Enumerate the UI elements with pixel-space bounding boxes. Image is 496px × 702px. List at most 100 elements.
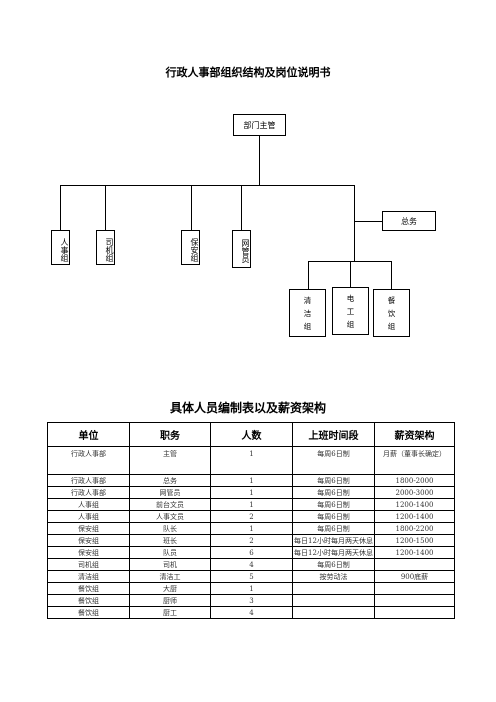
table-cell: 900底薪 (374, 570, 455, 583)
connector-line (308, 261, 309, 289)
table-cell: 1800-2000 (374, 474, 455, 487)
table-row: 人事组 前台文员 1 每周6日制 1200-1400 (47, 498, 455, 511)
connector-line (60, 185, 354, 186)
org-group-label: 司机组 (105, 237, 114, 262)
table-cell: 餐饮组 (47, 582, 130, 595)
table-cell: 保安组 (47, 546, 130, 559)
table-cell: 每周6日制 (292, 474, 375, 487)
org-group-box: 保安组 (181, 230, 200, 265)
org-subgroup-char: 电 (346, 293, 355, 303)
table-row: 保安组 队长 1 每周6日制 1800-2200 (47, 522, 455, 535)
org-subgroup-char: 组 (346, 319, 355, 329)
table-cell: 总务 (129, 474, 211, 487)
table-cell: 4 (210, 558, 293, 571)
org-head-label: 部门主管 (243, 120, 276, 130)
table-cell: 前台文员 (129, 498, 211, 511)
table-cell: 餐饮组 (47, 606, 130, 619)
table-cell: 大厨 (129, 582, 211, 595)
connector-line (391, 261, 392, 289)
connector-line (354, 185, 355, 261)
table-cell: 厨工 (129, 606, 211, 619)
table-cell: 行政人事部 (47, 474, 130, 487)
table-cell: 2 (210, 534, 293, 547)
table-cell: 每日12小时每月两天休息 (292, 546, 375, 559)
table-cell (374, 606, 455, 619)
table-cell: 1200-1500 (374, 534, 455, 547)
table-cell: 每周6日制 (292, 486, 375, 499)
connector-line (308, 261, 391, 262)
table-cell: 1 (210, 486, 293, 499)
table-cell: 4 (210, 606, 293, 619)
connector-line (350, 261, 351, 287)
org-subgroup-box: 餐 饮 组 (373, 289, 410, 337)
org-group-box: 司机组 (96, 230, 115, 265)
table-cell (292, 582, 375, 595)
table-cell: 人事组 (47, 498, 130, 511)
org-subgroup-box: 电 工 组 (332, 287, 369, 335)
table-cell (374, 582, 455, 595)
table-cell: 清洁组 (47, 570, 130, 583)
table-cell: 1 (210, 522, 293, 535)
table-cell: 每周6日制 (292, 522, 375, 535)
table-cell: 按劳动法 (292, 570, 375, 583)
column-header: 人数 (210, 422, 293, 447)
table-header-row: 单位 职务 人数 上班时间段 薪资架构 (47, 422, 455, 447)
table-cell: 行政人事部 (47, 446, 130, 475)
org-subgroup-char: 洁 (303, 308, 312, 318)
table-cell: 每周6日制 (292, 558, 375, 571)
table-row: 餐饮组 大厨 1 (47, 582, 455, 595)
table-cell: 月薪（董事长确定） (374, 446, 455, 475)
table-cell (374, 558, 455, 571)
table-cell: 5 (210, 570, 293, 583)
org-group-label: 保安组 (190, 237, 199, 262)
table-row: 行政人事部 网管员 1 每周6日制 2000-3000 (47, 486, 455, 499)
connector-line (60, 185, 61, 230)
table-cell: 1 (210, 474, 293, 487)
column-header: 薪资架构 (374, 422, 455, 447)
table-row: 人事组 人事文员 2 每周6日制 1200-1400 (47, 510, 455, 523)
org-subgroup-box: 清 洁 组 (289, 289, 326, 337)
table-cell: 2000-3000 (374, 486, 455, 499)
org-group-box: 人事组 (51, 230, 70, 265)
table-cell: 1 (210, 498, 293, 511)
table-cell: 1800-2200 (374, 522, 455, 535)
column-header: 上班时间段 (292, 422, 375, 447)
table-cell: 每日12小时每月两天休息 (292, 534, 375, 547)
table-row: 餐饮组 厨工 4 (47, 606, 455, 619)
table-cell: 2 (210, 510, 293, 523)
table-cell: 餐饮组 (47, 594, 130, 607)
table-cell: 1200-1400 (374, 546, 455, 559)
org-head-box: 部门主管 (233, 114, 286, 136)
table-cell: 1 (210, 582, 293, 595)
table-cell: 主管 (129, 446, 211, 475)
org-subgroup-char: 组 (303, 321, 312, 331)
org-subgroup-char: 工 (346, 306, 355, 316)
org-group-label: 网管员 (241, 239, 250, 263)
table-cell: 司机组 (47, 558, 130, 571)
table-cell: 6 (210, 546, 293, 559)
table-cell: 1 (210, 446, 293, 475)
table-row: 保安组 队员 6 每日12小时每月两天休息 1200-1400 (47, 546, 455, 559)
table-cell: 班长 (129, 534, 211, 547)
org-group-label: 人事组 (60, 237, 69, 262)
section-title: 具体人员编制表以及薪资架构 (169, 401, 326, 415)
table-cell: 3 (210, 594, 293, 607)
org-subgroup-char: 饮 (387, 308, 396, 318)
table-cell: 清洁工 (129, 570, 211, 583)
table-cell: 队长 (129, 522, 211, 535)
org-subgroup-char: 组 (387, 321, 396, 331)
connector-line (259, 136, 260, 185)
column-header: 单位 (47, 422, 130, 447)
table-cell: 每周6日制 (292, 498, 375, 511)
connector-line (191, 185, 192, 230)
table-cell: 人事文员 (129, 510, 211, 523)
table-cell: 保安组 (47, 522, 130, 535)
table-cell: 保安组 (47, 534, 130, 547)
org-side-label: 总务 (401, 216, 417, 226)
table-cell (292, 606, 375, 619)
column-header: 职务 (129, 422, 211, 447)
table-row: 行政人事部 主管 1 每周6日制 月薪（董事长确定） (47, 446, 455, 475)
staff-table: 单位 职务 人数 上班时间段 薪资架构 行政人事部 主管 1 每周6日制 月薪（… (47, 422, 455, 619)
table-cell: 行政人事部 (47, 486, 130, 499)
document-title: 行政人事部组织结构及岗位说明书 (165, 66, 331, 79)
